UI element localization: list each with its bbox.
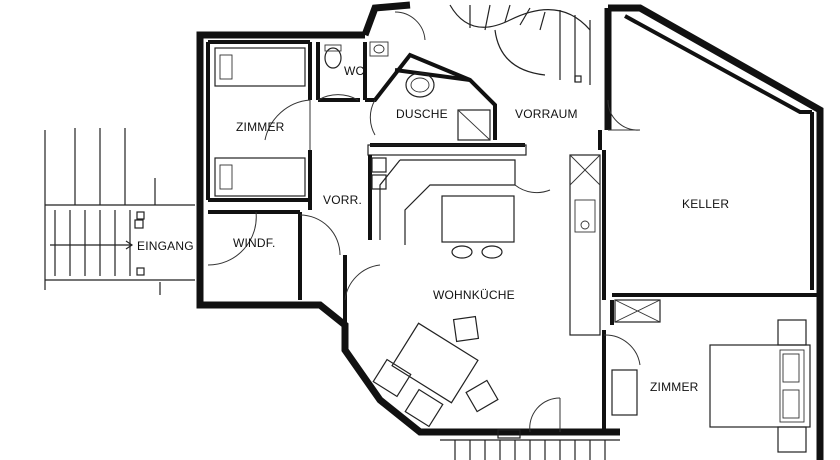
label-zimmer-nw: ZIMMER (236, 120, 285, 134)
label-vorr: VORR. (323, 193, 362, 207)
entrance-stairs (44, 128, 195, 295)
interior-walls (206, 40, 614, 432)
label-vorraum: VORRAUM (515, 107, 578, 121)
label-keller: KELLER (682, 197, 729, 211)
living-furniture (372, 315, 499, 428)
exterior-walls (196, 1, 824, 460)
spiral-stair (449, 4, 591, 85)
shower-tray (457, 109, 491, 141)
label-zimmer-se: ZIMMER (650, 380, 699, 394)
double-basin (405, 72, 435, 98)
washbasin (369, 41, 389, 57)
kitchen-counter (371, 154, 601, 336)
doors (134, 11, 661, 433)
label-wohnkueche: WOHNKÜCHE (433, 288, 515, 302)
bed-upper (214, 47, 306, 87)
label-windf: WINDF. (233, 236, 276, 250)
label-wc: WC (344, 64, 365, 78)
bed-lower (214, 157, 306, 197)
dining-table (441, 195, 515, 259)
south-stairs (440, 429, 620, 460)
label-dusche: DUSCHE (396, 107, 448, 121)
bed-double (709, 319, 811, 453)
toilet (324, 44, 342, 69)
label-eingang: EINGANG (137, 239, 194, 253)
